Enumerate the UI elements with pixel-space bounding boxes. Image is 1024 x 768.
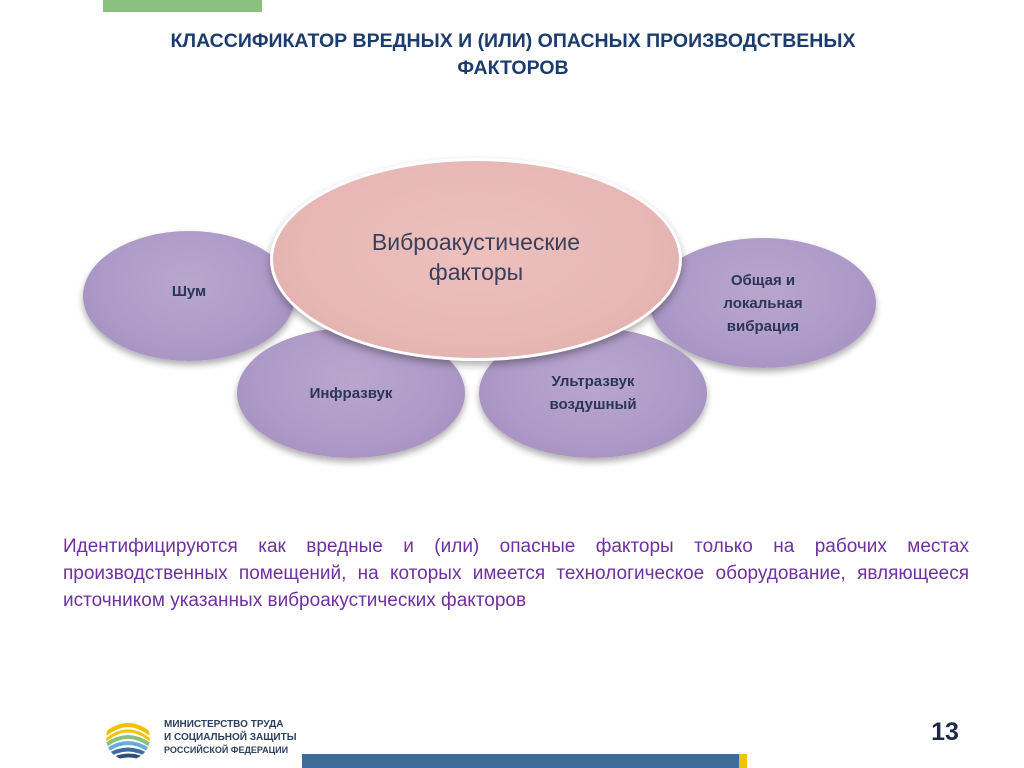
bottom-bar (302, 754, 739, 768)
node-center: Виброакустические факторы (270, 158, 682, 361)
node-noise: Шум (83, 231, 295, 361)
node-infrasound-label: Инфразвук (309, 384, 393, 402)
node-vibration-label: Общая и локальная вибрация (723, 271, 803, 335)
ministry-name-line2: И СОЦИАЛЬНОЙ ЗАЩИТЫ (164, 732, 297, 743)
bottom-bar-accent (739, 754, 747, 768)
slide-title-line2: ФАКТОРОВ (457, 57, 569, 79)
node-noise-label: Шум (171, 282, 207, 300)
node-vibration: Общая и локальная вибрация (650, 238, 876, 368)
ministry-name-line1: МИНИСТЕРСТВО ТРУДА (164, 719, 284, 730)
node-ultrasound-label: Ультразвук воздушный (549, 373, 637, 413)
slide-title-line1: КЛАССИФИКАТОР ВРЕДНЫХ И (ИЛИ) ОПАСНЫХ ПР… (170, 30, 856, 52)
ministry-name: МИНИСТЕРСТВО ТРУДА И СОЦИАЛЬНОЙ ЗАЩИТЫ Р… (164, 718, 297, 757)
ministry-name-line3: РОССИЙСКОЙ ФЕДЕРАЦИИ (164, 745, 289, 755)
slide-title: КЛАССИФИКАТОР ВРЕДНЫХ И (ИЛИ) ОПАСНЫХ ПР… (90, 28, 936, 82)
note-text: Идентифицируются как вредные и (или) опа… (63, 536, 969, 611)
node-center-label: Виброакустические факторы (371, 229, 581, 285)
ministry-logo-icon (106, 716, 150, 760)
page-number: 13 (931, 718, 959, 746)
top-accent-bar (103, 0, 262, 12)
